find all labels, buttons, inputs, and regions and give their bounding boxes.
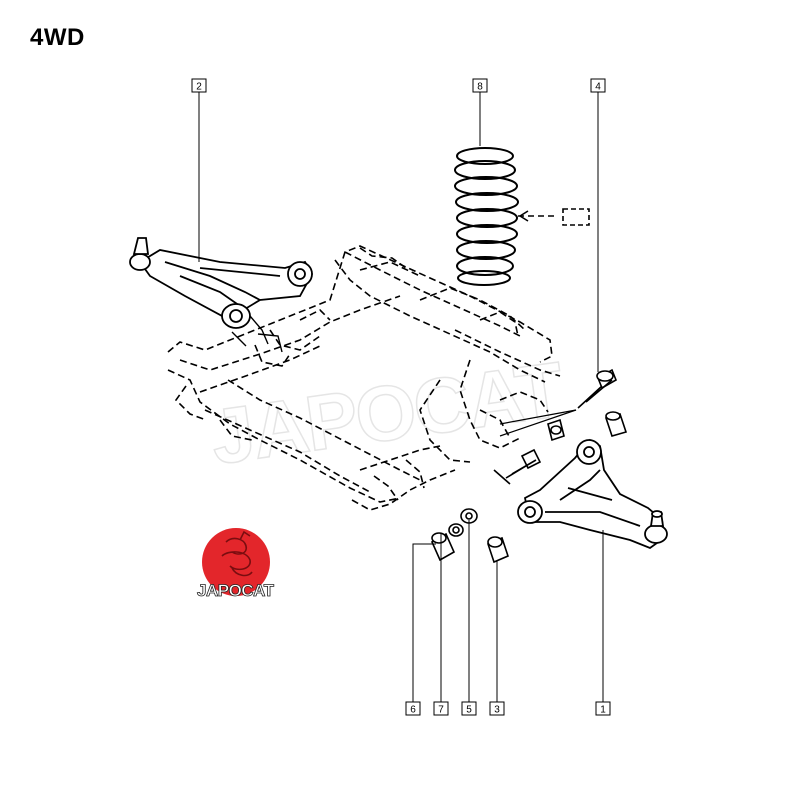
callout-8: 8: [472, 78, 488, 93]
washer-7: [448, 523, 464, 537]
callout-label: 2: [196, 82, 202, 93]
left-control-arm: [129, 237, 314, 329]
callout-label: 4: [595, 82, 601, 93]
callout-1: 1: [595, 701, 611, 716]
callout-label: 7: [438, 705, 444, 716]
bushing-upper: [604, 411, 628, 437]
bolt-short: [493, 448, 542, 485]
callout-label: 8: [477, 82, 483, 93]
bushing-3: [487, 536, 509, 564]
callout-label: 3: [494, 705, 500, 716]
callout-7: 7: [433, 701, 449, 716]
callout-label: 1: [600, 705, 606, 716]
callout-box: [191, 78, 207, 93]
callout-box: [489, 701, 505, 716]
right-control-arm: [517, 438, 668, 550]
subframe: [167, 245, 561, 511]
callout-label: 5: [466, 705, 472, 716]
bolt-leaders: [499, 409, 577, 437]
coil-spring: [454, 147, 519, 286]
callout-box: [590, 78, 606, 93]
callout-box: [461, 701, 477, 716]
callout-box: [433, 701, 449, 716]
callout-box: [595, 701, 611, 716]
callout-3: 3: [489, 701, 505, 716]
page-title: 4WD: [30, 24, 85, 51]
callout-leaders: [198, 92, 604, 702]
callout-4: 4: [590, 78, 606, 93]
japocat-logo: JAPOCAT: [197, 528, 275, 600]
callout-box: [472, 78, 488, 93]
callout-box: [405, 701, 421, 716]
callout-label: 6: [410, 705, 416, 716]
spring-reference: [518, 208, 590, 226]
bolt-long: [577, 368, 618, 409]
callout-2: 2: [191, 78, 207, 93]
nut-upper: [547, 418, 565, 442]
left-arm-mount: [231, 315, 283, 353]
logo-circle: [202, 528, 270, 596]
callout-5: 5: [461, 701, 477, 716]
callout-6: 6: [405, 701, 421, 716]
logo-text: JAPOCAT: [197, 581, 275, 600]
bushing-6: [430, 532, 456, 562]
logo-emblem-icon: [221, 530, 253, 577]
